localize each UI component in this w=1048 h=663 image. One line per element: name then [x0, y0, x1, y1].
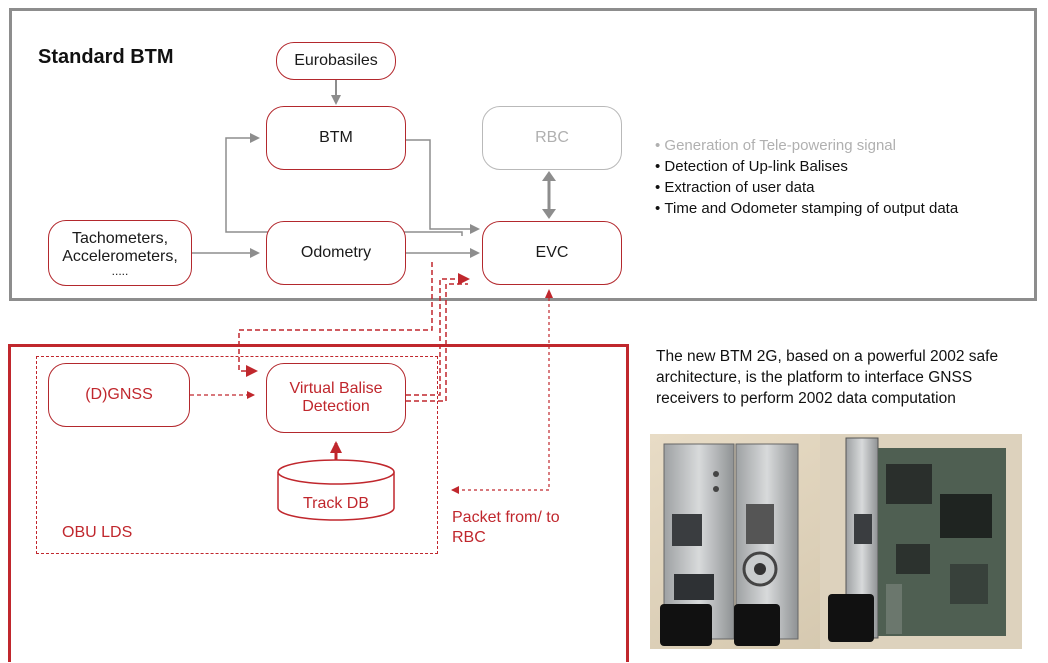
odometry-node: Odometry: [266, 221, 406, 285]
packet-label-line1: Packet from/ to: [452, 509, 560, 526]
vbd-label-1: Virtual Balise: [289, 379, 383, 397]
rbc-label: RBC: [535, 128, 569, 146]
feature-item: Detection of Up-link Balises: [655, 156, 958, 177]
arrow-vbd-evc-2: [406, 283, 468, 402]
packet-label-line2: RBC: [452, 529, 486, 546]
arrow-vbd-evc-1: [406, 273, 470, 396]
virtual-balise-detection-node: Virtual Balise Detection: [266, 363, 406, 433]
tachometers-label-3: .....: [111, 264, 129, 279]
eurobasiles-node: Eurobasiles: [276, 42, 396, 80]
tachometers-label-1: Tachometers,: [71, 229, 169, 247]
arrow-evc-vbd: [238, 262, 433, 377]
feature-item: Generation of Tele-powering signal: [655, 135, 958, 156]
btm-node: BTM: [266, 106, 406, 170]
obu-frame: [8, 344, 629, 662]
eurobasiles-label: Eurobasiles: [294, 51, 378, 69]
btm-hardware-photo: [650, 434, 1022, 649]
vbd-label-2: Detection: [302, 398, 370, 415]
dgnss-node: (D)GNSS: [48, 363, 190, 427]
dgnss-label: (D)GNSS: [85, 385, 153, 403]
feature-list: Generation of Tele-powering signal Detec…: [655, 135, 958, 219]
feature-item: Extraction of user data: [655, 177, 958, 198]
obu-lds-label: OBU LDS: [62, 524, 133, 541]
arrow-btm-evc: [406, 139, 480, 234]
rbc-node: RBC: [482, 106, 622, 170]
diagram-title: Standard BTM: [38, 46, 174, 68]
track-db-cylinder: [277, 459, 395, 521]
track-db-label: Track DB: [302, 495, 370, 512]
evc-label: EVC: [535, 243, 569, 261]
description-text: The new BTM 2G, based on a powerful 2002…: [656, 348, 999, 407]
btm-label: BTM: [319, 128, 353, 146]
odometry-label: Odometry: [300, 243, 372, 261]
feature-item: Time and Odometer stamping of output dat…: [655, 198, 958, 219]
evc-node: EVC: [482, 221, 622, 285]
obu-lds-dashed-frame: [36, 356, 438, 554]
arrow-to-btm: [225, 133, 463, 236]
tachometers-node: Tachometers, Accelerometers, .....: [48, 220, 192, 286]
arrow-evc-packet: [451, 298, 550, 494]
standard-btm-frame: [9, 8, 1037, 301]
tachometers-label-2: Accelerometers,: [62, 248, 178, 265]
